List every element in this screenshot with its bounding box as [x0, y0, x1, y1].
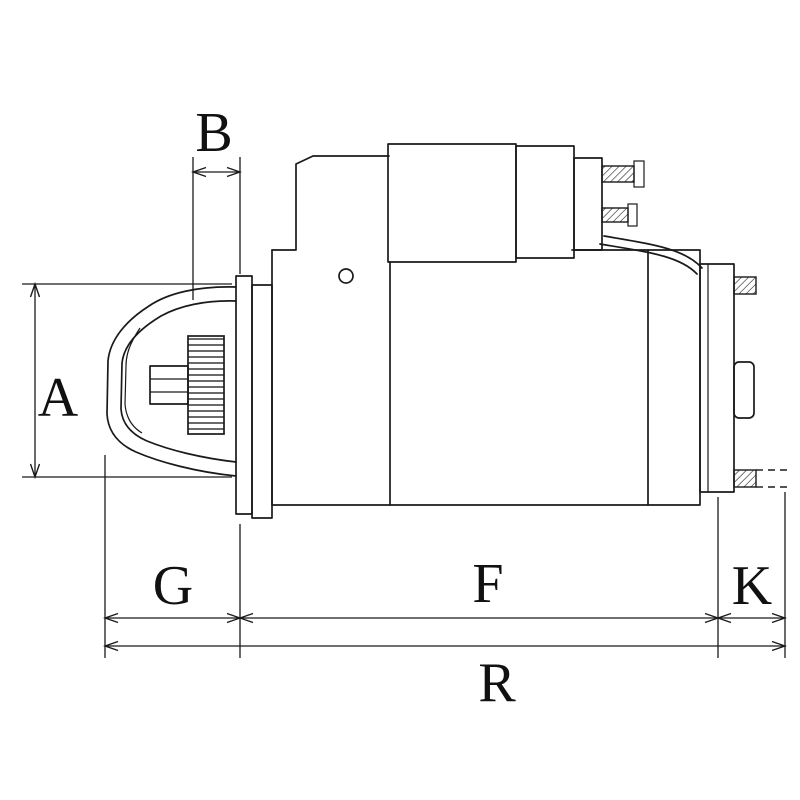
- solenoid: [387, 143, 603, 263]
- body-hole: [338, 268, 354, 284]
- drive-end-housing: [106, 286, 237, 477]
- dimension-label-b: B: [195, 102, 232, 164]
- dimension-lines: [22, 157, 785, 658]
- dimension-label-k: K: [732, 555, 772, 617]
- terminal-studs: [601, 160, 645, 227]
- mounting-flange: [235, 275, 273, 519]
- dimension-label-g: G: [153, 555, 193, 617]
- solenoid-cable: [599, 235, 703, 275]
- dimension-label-f: F: [472, 553, 503, 615]
- pinion-gear: [187, 335, 225, 435]
- dimension-b: [193, 157, 240, 300]
- dashed-reference-lines: [756, 469, 791, 488]
- dimension-a: [22, 284, 232, 477]
- motor-body: [271, 155, 701, 506]
- dimension-extension-lines: [104, 455, 786, 658]
- end-cap: [699, 263, 757, 493]
- pinion-shaft: [149, 365, 189, 405]
- dimension-label-r: R: [478, 652, 516, 714]
- starter-motor-line-art: [106, 143, 791, 519]
- dimension-labels: A B G F K R: [38, 102, 772, 714]
- dimension-label-a: A: [38, 367, 79, 429]
